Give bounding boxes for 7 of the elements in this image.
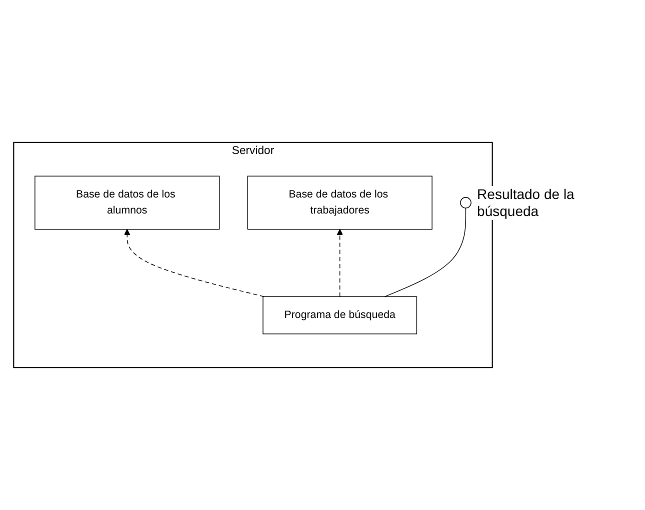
arrow xyxy=(336,229,343,298)
node-circle xyxy=(460,197,472,208)
node-box: Base de datos de los trabajadores xyxy=(247,176,432,230)
node-box: Programa de búsqueda xyxy=(262,296,418,334)
node-box: Base de datos de los alumnos xyxy=(34,176,220,230)
arrow xyxy=(124,229,264,298)
connector xyxy=(384,208,466,298)
